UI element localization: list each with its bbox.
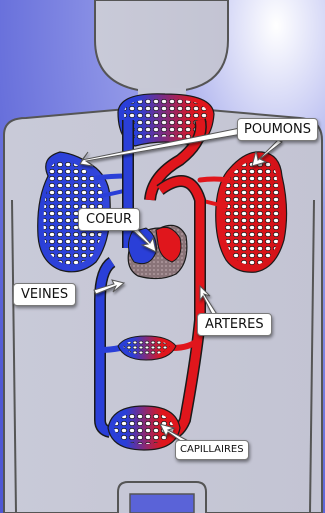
label-arteres: ARTERES xyxy=(197,313,272,336)
label-capillaires: CAPILLAIRES xyxy=(175,440,249,460)
label-veines: VEINES xyxy=(13,283,76,306)
label-coeur: COEUR xyxy=(78,208,140,231)
label-poumons: POUMONS xyxy=(237,118,318,141)
